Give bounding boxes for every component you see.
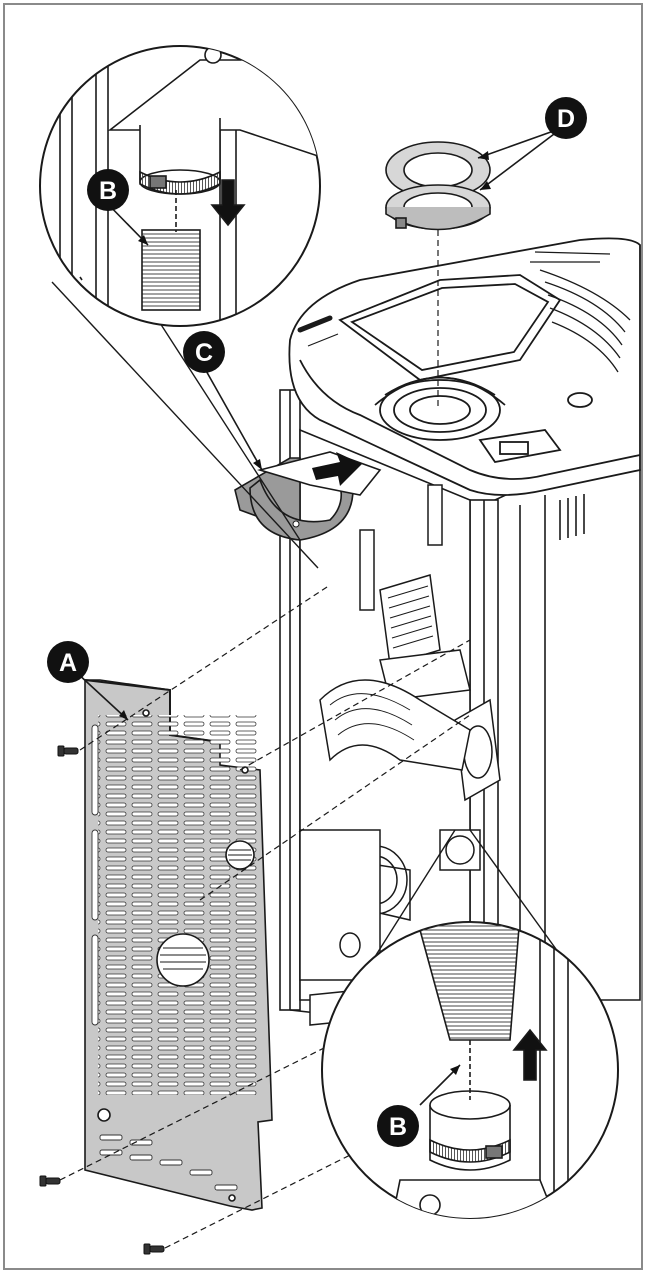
svg-text:A: A bbox=[59, 649, 77, 677]
callout-b-bottom: B bbox=[377, 1105, 419, 1147]
callout-b-top: B bbox=[87, 169, 129, 211]
up-arrow-icon bbox=[512, 1028, 548, 1081]
detail-zoom-bottom bbox=[321, 921, 619, 1219]
screw-icon bbox=[143, 1243, 165, 1255]
callout-arrowheads bbox=[119, 151, 491, 1075]
screw-icon bbox=[57, 745, 79, 757]
callout-a: A bbox=[47, 641, 89, 683]
detail-zoom-top bbox=[39, 45, 321, 327]
stove-internals bbox=[299, 484, 501, 1026]
seal-rings-d bbox=[385, 141, 491, 231]
down-arrow-icon bbox=[210, 179, 246, 227]
screw-icon bbox=[39, 1175, 61, 1187]
callout-c: C bbox=[183, 331, 225, 373]
insert-arrow-icon bbox=[312, 452, 362, 486]
svg-text:C: C bbox=[195, 339, 213, 367]
svg-text:B: B bbox=[99, 177, 117, 205]
rear-panel-a bbox=[84, 679, 273, 1211]
svg-text:B: B bbox=[389, 1113, 407, 1141]
alignment-lines bbox=[59, 230, 471, 1249]
bracket-c bbox=[234, 451, 382, 541]
callout-d: D bbox=[545, 97, 587, 139]
screws bbox=[39, 745, 165, 1255]
stove-top-cover bbox=[288, 237, 641, 496]
svg-text:D: D bbox=[557, 105, 575, 133]
